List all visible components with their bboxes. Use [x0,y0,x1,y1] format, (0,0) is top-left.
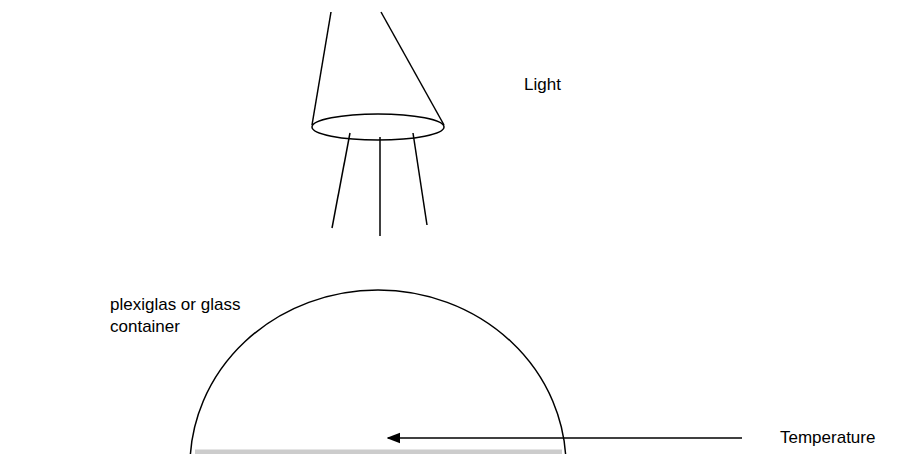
light-ray [332,133,350,228]
light-rays [332,133,427,236]
lamp-label: Light [524,74,561,96]
lamp-opening [312,114,444,140]
container-label: plexiglas or glass container [110,294,250,338]
lamp-shade [381,12,444,125]
temperature-label: Temperature [780,427,875,449]
container-base [195,450,562,454]
light-ray [413,133,427,225]
dome-container [190,290,566,454]
light-ray [379,137,381,236]
lamp-shade [312,12,331,125]
leader-arrow [388,437,742,439]
lamp [312,12,444,140]
